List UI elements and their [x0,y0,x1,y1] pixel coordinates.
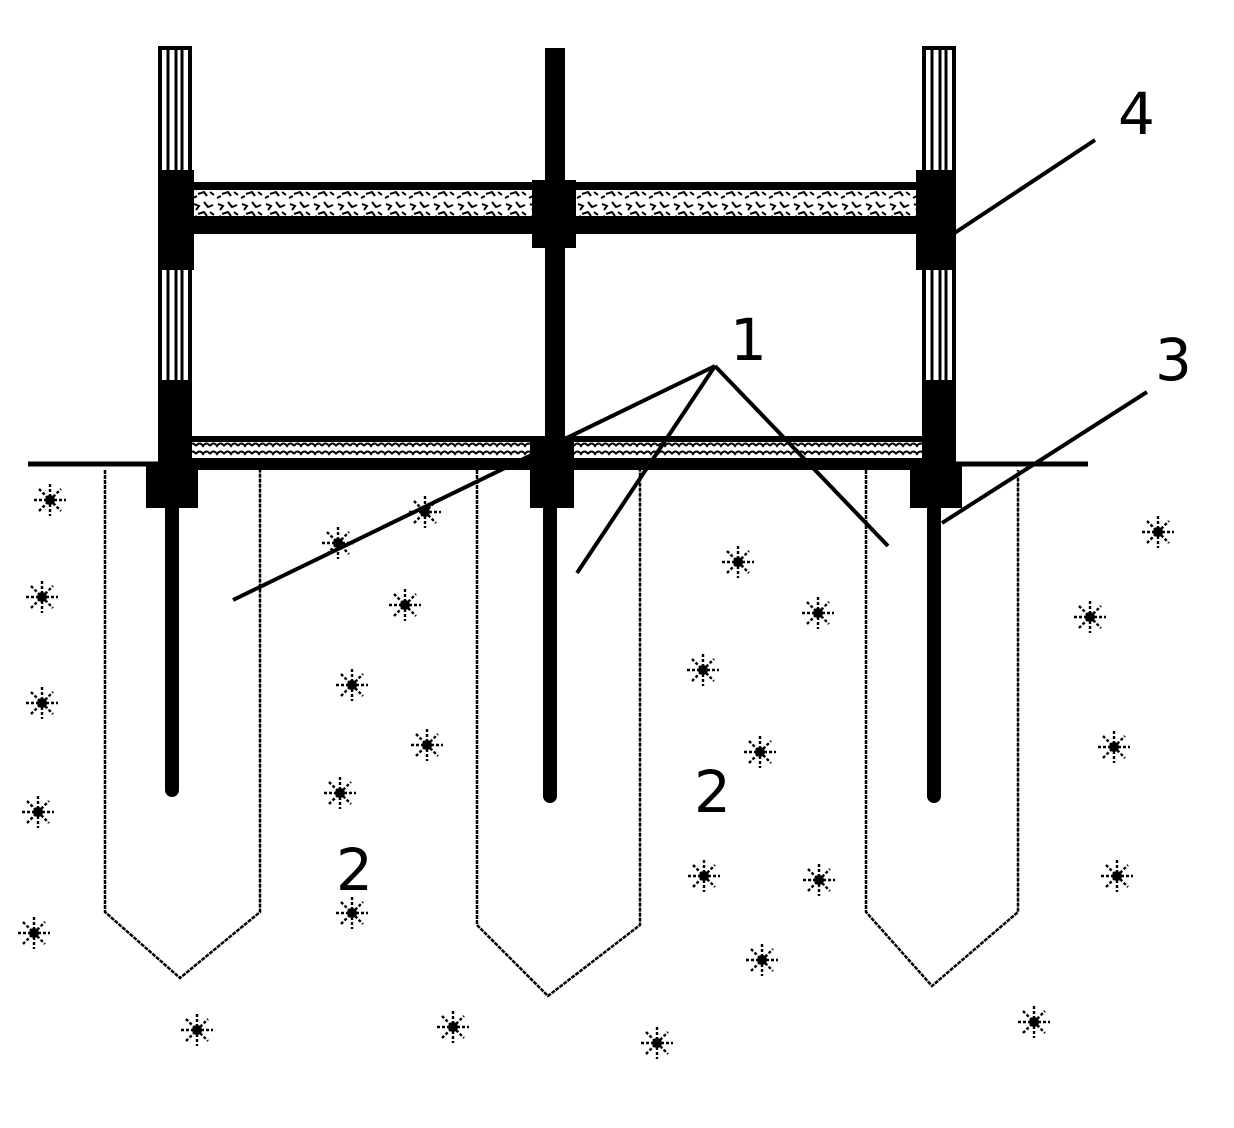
label-3: 3 [1155,326,1192,394]
pile-right [864,470,1020,988]
label-2-right: 2 [694,758,731,826]
right-column [910,46,962,508]
soil-pattern [16,482,1176,1061]
leader-1-right [713,364,890,548]
pile-left [103,470,262,980]
label-2-left: 2 [336,836,373,904]
pile-middle [475,470,642,998]
left-column [146,46,198,508]
leader-lines [232,138,1149,602]
label-1: 1 [730,306,767,374]
label-4: 4 [1118,80,1155,148]
leader-3 [940,390,1149,525]
leader-1-middle [575,364,717,575]
middle-column [530,48,576,508]
leader-1-left [232,364,716,602]
leader-4 [948,138,1097,238]
